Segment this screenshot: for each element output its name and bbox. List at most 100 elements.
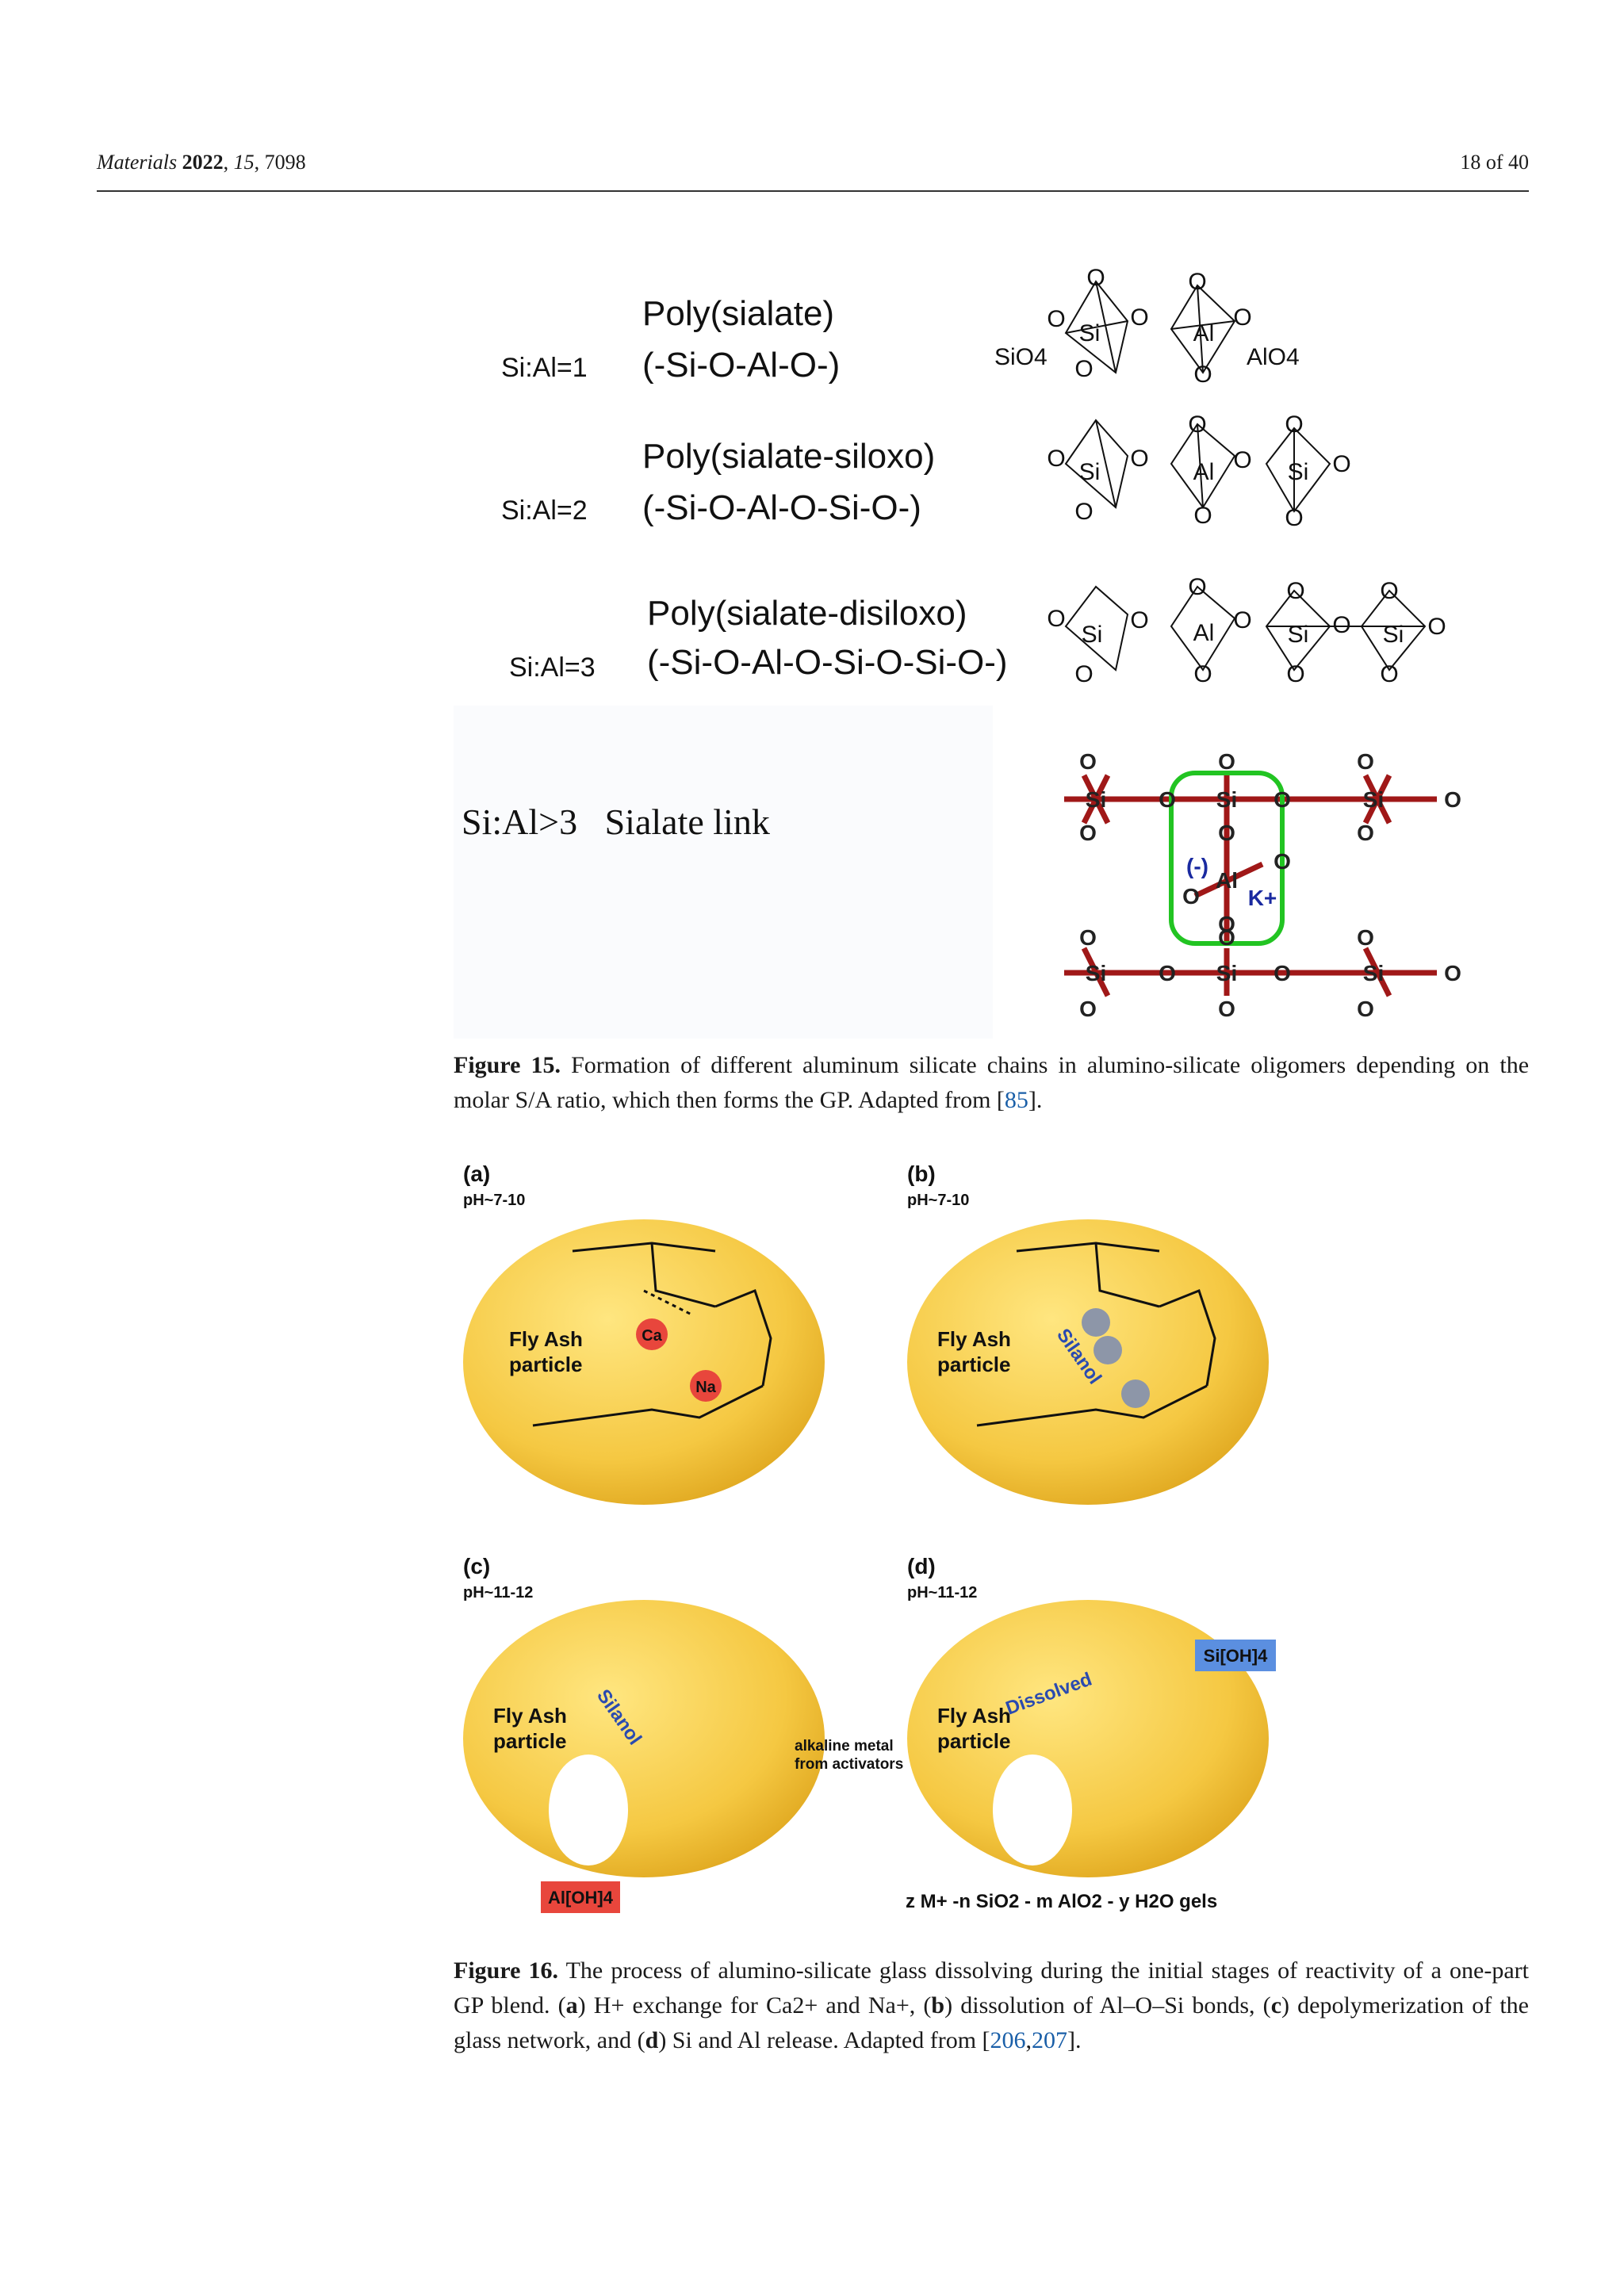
svg-text:Si: Si: [1363, 961, 1384, 985]
row2-name: Poly(sialate-siloxo): [642, 437, 935, 476]
row3-name: Poly(sialate-disiloxo): [647, 594, 967, 633]
svg-text:O: O: [1332, 612, 1350, 638]
sialate-link-label: Si:Al>3 Sialate link: [462, 802, 770, 842]
row2-formula: (-Si-O-Al-O-Si-O-): [642, 488, 921, 527]
svg-text:O: O: [1357, 749, 1374, 774]
row1-formula: (-Si-O-Al-O-): [642, 346, 840, 385]
journal-volume: 15: [233, 151, 255, 174]
row2-ratio: Si:Al=2: [501, 496, 588, 526]
alkaline-line1: alkaline metal: [795, 1738, 894, 1755]
svg-text:O: O: [1444, 787, 1461, 812]
svg-text:O: O: [1285, 411, 1303, 438]
svg-text:Al: Al: [1216, 868, 1238, 893]
svg-text:O: O: [1079, 997, 1097, 1021]
journal-name: Materials: [97, 151, 178, 174]
svg-text:O: O: [1332, 451, 1350, 477]
panel-c: (c) pH~11-12 Fly Ash particle Silanol al…: [463, 1554, 903, 1913]
svg-text:Si: Si: [1079, 320, 1101, 346]
particle-d-line1: Fly Ash: [937, 1704, 1011, 1728]
svg-text:Al: Al: [1193, 320, 1215, 346]
particle-a-line2: particle: [509, 1353, 583, 1376]
svg-text:O: O: [1074, 661, 1093, 687]
panel-b-label: (b): [907, 1161, 936, 1186]
particle-a-line1: Fly Ash: [509, 1327, 583, 1351]
svg-text:O: O: [1427, 614, 1446, 640]
svg-text:O: O: [1357, 821, 1374, 845]
svg-text:O: O: [1047, 446, 1065, 472]
network-b: [976, 1242, 1216, 1427]
panel-d-label: (d): [907, 1554, 936, 1578]
svg-text:O: O: [1444, 961, 1461, 985]
reference-206[interactable]: 206: [990, 2027, 1026, 2053]
particle-b: [907, 1219, 1269, 1505]
svg-text:Si: Si: [1288, 622, 1309, 648]
svg-text:Si: Si: [1383, 622, 1404, 648]
network-a: [532, 1242, 772, 1427]
sialate-network: [1064, 774, 1437, 997]
panel-a-ph: pH~7-10: [463, 1192, 525, 1209]
svg-text:O: O: [1233, 447, 1251, 473]
panel-b: (b) pH~7-10 Fly Ash particle Silanol: [907, 1161, 1269, 1505]
charge-label: (-): [1186, 854, 1208, 878]
gel-formula: z M+ -n SiO2 - m AlO2 - y H2O gels: [906, 1891, 1217, 1912]
svg-text:O: O: [1182, 884, 1200, 909]
svg-text:O: O: [1218, 912, 1235, 936]
svg-text:Si: Si: [1363, 787, 1384, 812]
svg-text:O: O: [1074, 499, 1093, 525]
svg-text:O: O: [1193, 362, 1212, 388]
figure-15: Poly(sialate) Si:Al=1 (-Si-O-Al-O-) Poly…: [454, 262, 1529, 1039]
svg-text:O: O: [1233, 607, 1251, 633]
page-header: Materials 2022, 15, 7098 18 of 40: [97, 151, 1529, 174]
svg-text:O: O: [1380, 578, 1398, 604]
svg-text:O: O: [1218, 749, 1235, 774]
alo4-label: AlO4: [1247, 344, 1300, 370]
sialate-link-band: [454, 706, 993, 1039]
row3-ratio: Si:Al=3: [509, 652, 596, 683]
svg-text:O: O: [1079, 821, 1097, 845]
particle-b-line1: Fly Ash: [937, 1327, 1011, 1351]
particle-a: [463, 1219, 825, 1505]
panel-a: (a) pH~7-10 Fly Ash particle Ca Na: [463, 1161, 825, 1505]
panel-c-label: (c): [463, 1554, 490, 1578]
article-number: 7098: [264, 151, 306, 174]
svg-text:O: O: [1274, 961, 1291, 985]
figure-16: (a) pH~7-10 Fly Ash particle Ca Na (b) p…: [454, 1156, 1529, 1925]
particle-c-line1: Fly Ash: [493, 1704, 567, 1728]
svg-text:O: O: [1274, 787, 1291, 812]
aloh4-label: Al[OH]4: [548, 1888, 614, 1908]
svg-text:Al: Al: [1193, 459, 1215, 485]
svg-text:O: O: [1218, 821, 1235, 845]
reference-207[interactable]: 207: [1032, 2027, 1068, 2053]
reference-85[interactable]: 85: [1004, 1087, 1028, 1113]
svg-text:O: O: [1188, 269, 1206, 295]
svg-text:O: O: [1130, 446, 1148, 472]
svg-text:O: O: [1130, 607, 1148, 633]
journal-year: 2022: [182, 151, 224, 174]
particle-b-line2: particle: [937, 1353, 1011, 1376]
svg-text:Si: Si: [1086, 787, 1106, 812]
figure-15-caption-text: Formation of different aluminum silicate…: [454, 1052, 1530, 1113]
svg-text:Ca: Ca: [642, 1327, 662, 1345]
svg-text:O: O: [1286, 661, 1304, 687]
figure-15-caption: Figure 15. Formation of different alumin…: [454, 1052, 1530, 1113]
svg-text:O: O: [1274, 849, 1291, 874]
svg-text:O: O: [1188, 411, 1206, 438]
tetrahedra-row1: [1064, 280, 1236, 374]
panel-b-ph: pH~7-10: [907, 1192, 969, 1209]
svg-text:Na: Na: [695, 1379, 716, 1396]
figure-16-label: Figure 16.: [454, 1957, 559, 1984]
figure-16-caption: Figure 16. The process of alumino-silica…: [454, 1957, 1529, 2053]
row1-name: Poly(sialate): [642, 294, 834, 333]
tetrahedra-row2: [1064, 419, 1331, 513]
row3-formula: (-Si-O-Al-O-Si-O-Si-O-): [647, 643, 1008, 682]
svg-text:O: O: [1079, 749, 1097, 774]
sialate-loop: [1169, 771, 1285, 946]
svg-text:O: O: [1079, 925, 1097, 950]
svg-text:O: O: [1286, 578, 1304, 604]
svg-text:O: O: [1188, 574, 1206, 600]
svg-text:O: O: [1074, 356, 1093, 382]
panel-d: (d) pH~11-12 Fly Ash particle Dissolved …: [906, 1554, 1276, 1912]
